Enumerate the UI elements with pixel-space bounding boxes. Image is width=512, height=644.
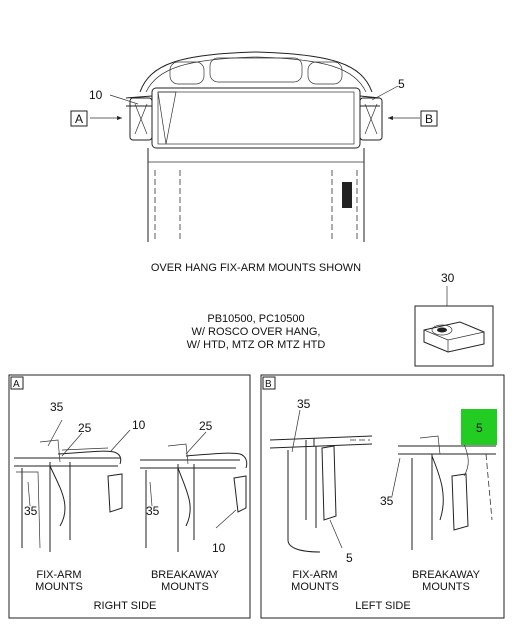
- bus-front-view: [90, 51, 420, 242]
- callout-5-top: 5: [398, 77, 405, 91]
- panel-a-right-caption-2: MOUNTS: [161, 581, 209, 593]
- pad-30-icon: [423, 321, 485, 353]
- panel-a-callout-1: 35: [50, 400, 64, 414]
- panel-b-frame: [260, 374, 505, 619]
- model-line-1: PB10500, PC10500: [207, 313, 304, 325]
- panel-a-breakaway-drawing: [140, 431, 248, 552]
- panel-b-right-caption-2: MOUNTS: [422, 581, 470, 593]
- panel-a-callout-3: 10: [132, 418, 146, 432]
- panel-a-callout-2: 25: [78, 421, 92, 435]
- panel-b-callout-3: 35: [380, 494, 394, 508]
- panel-b-right-caption-1: BREAKAWAY: [412, 569, 481, 581]
- panel-a-letter-box: [10, 376, 24, 390]
- panel-b-left-caption-2: MOUNTS: [291, 581, 339, 593]
- highlight-box: [461, 409, 497, 445]
- top-view-caption: OVER HANG FIX-ARM MOUNTS SHOWN: [151, 262, 361, 274]
- panel-b-breakaway-drawing: [391, 435, 496, 550]
- model-line-3: W/ HTD, MTZ OR MTZ HTD: [187, 339, 326, 351]
- view-a-box: [70, 110, 88, 127]
- panel-b-fixarm-drawing: [269, 409, 373, 553]
- panel-b-callout-1: 35: [297, 397, 311, 411]
- part-30-frame: [414, 305, 494, 367]
- panel-b-side-label: LEFT SIDE: [355, 600, 410, 612]
- panel-a-left-caption-2: MOUNTS: [35, 581, 83, 593]
- panel-a-callout-4: 35: [24, 504, 38, 518]
- view-b-box: [420, 110, 438, 127]
- panel-a-letter: A: [13, 379, 20, 390]
- callout-30: 30: [441, 271, 455, 285]
- panel-a-fixarm-drawing: [14, 419, 131, 552]
- view-b-letter: B: [425, 112, 433, 126]
- panel-a-callout-6: 35: [146, 504, 160, 518]
- panel-a-right-caption-1: BREAKAWAY: [151, 569, 220, 581]
- panel-b-letter: B: [265, 379, 272, 390]
- panel-a-frame: [8, 374, 251, 619]
- callout-10-top: 10: [89, 88, 103, 102]
- view-a-letter: A: [75, 112, 83, 126]
- panel-b-left-caption-1: FIX-ARM: [292, 569, 337, 581]
- panel-b-callout-2: 5: [346, 551, 353, 565]
- panel-b-callout-4: 5: [476, 421, 483, 435]
- panel-a-left-caption-1: FIX-ARM: [36, 569, 81, 581]
- panel-a-callout-7: 10: [212, 541, 226, 555]
- model-line-2: W/ ROSCO OVER HANG,: [192, 326, 321, 338]
- panel-a-callout-5: 25: [199, 419, 213, 433]
- panel-a-side-label: RIGHT SIDE: [94, 600, 157, 612]
- panel-b-letter-box: [262, 376, 276, 390]
